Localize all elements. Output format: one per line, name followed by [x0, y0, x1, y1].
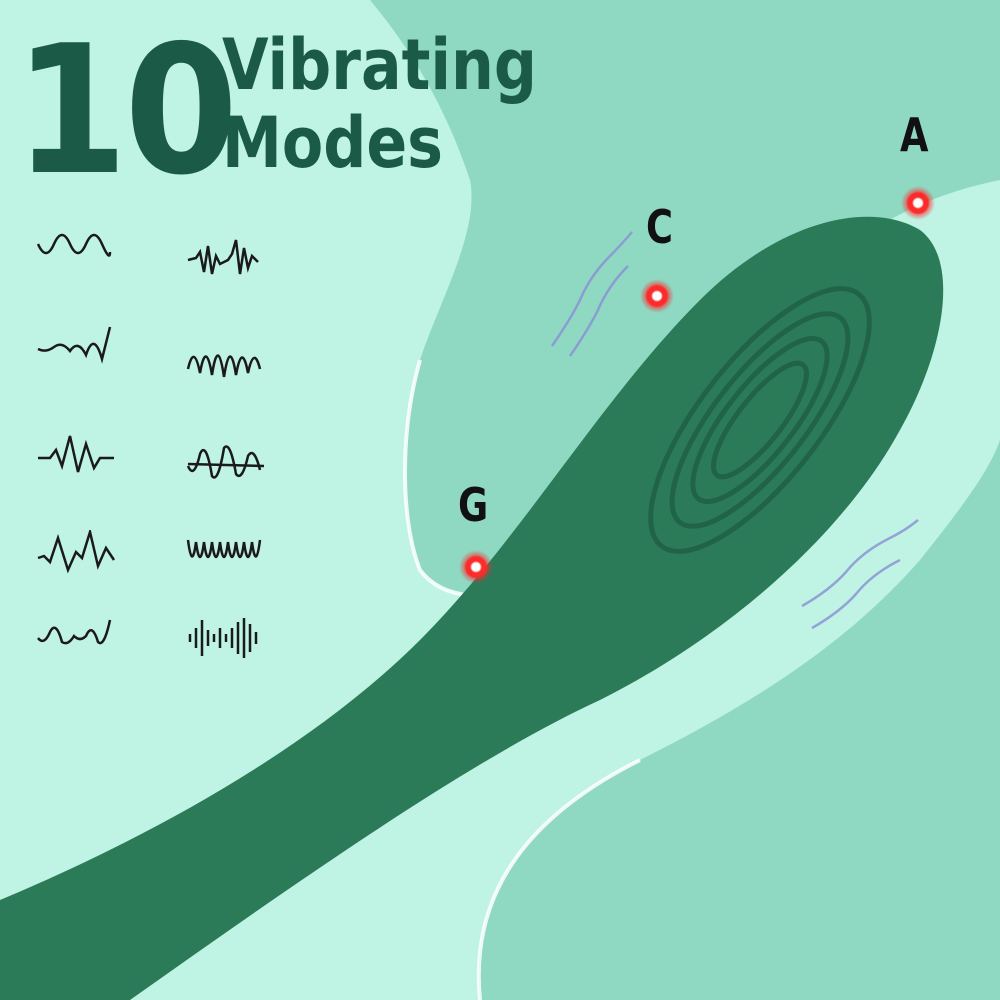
marker-label-c: C [646, 200, 674, 254]
marker-dot-c [640, 279, 674, 313]
burst-wave-icon [187, 239, 259, 275]
marker-dot-g [459, 550, 493, 584]
title-number: 10 [14, 7, 238, 214]
title-line-1: Vibrating [222, 24, 537, 106]
intermittent-wave-icon [37, 619, 112, 645]
marker-dot-a [901, 186, 935, 220]
marker-label-g: G [458, 478, 489, 532]
overlapping-wave-icon [186, 445, 265, 479]
dense-sine-wave-icon [186, 539, 262, 559]
rising-wave-icon [37, 326, 112, 364]
audio-bars-wave-icon [188, 618, 258, 658]
sine-wave-icon [36, 233, 112, 257]
pulse-spike-wave-icon [38, 435, 114, 473]
irregular-spike-wave-icon [37, 530, 116, 574]
marker-label-a: A [900, 108, 929, 162]
amplitude-swell-wave-icon [186, 354, 262, 378]
title-line-2: Modes [222, 102, 444, 184]
